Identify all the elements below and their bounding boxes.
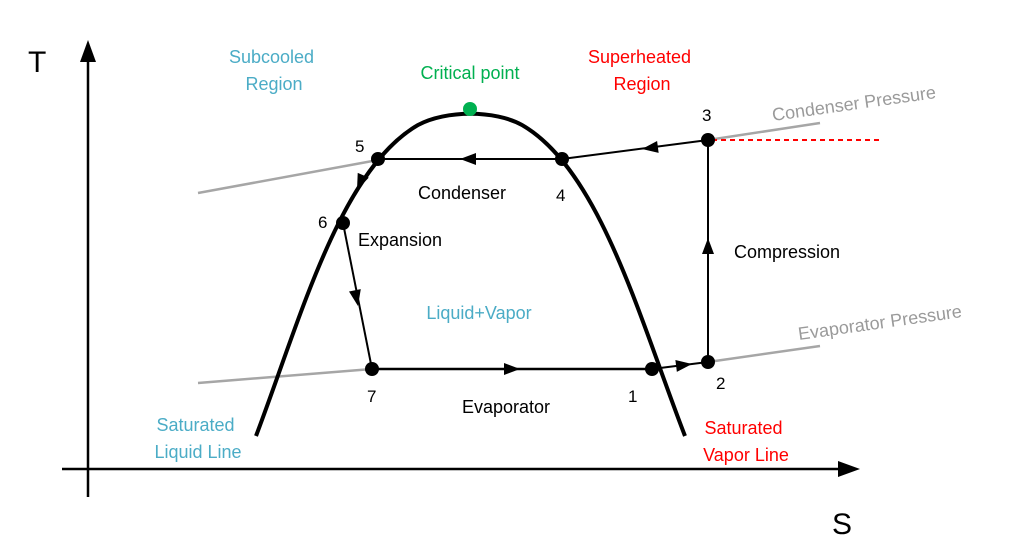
liquid-vapor-label: Liquid+Vapor <box>426 303 531 323</box>
s-axis-arrowhead <box>838 461 860 477</box>
subcooled-line-2: Region <box>245 74 302 94</box>
sat-liquid-line-1: Saturated <box>156 415 234 435</box>
arrow-1-to-2 <box>675 359 692 372</box>
compression-label: Compression <box>734 242 840 262</box>
point-7-label: 7 <box>367 387 376 406</box>
arrow-5-to-6 <box>357 172 369 190</box>
evaporator-pressure-line-left <box>197 367 373 385</box>
saturated-liquid-line-label: Saturated Liquid Line <box>154 415 241 462</box>
point-4 <box>555 152 569 166</box>
point-2-label: 2 <box>716 374 725 393</box>
arrow-4-to-5 <box>460 153 476 165</box>
evaporator-pressure-line-right <box>707 344 821 364</box>
critical-point-marker <box>463 102 477 116</box>
arrow-6-to-7 <box>349 289 361 306</box>
point-1 <box>645 362 659 376</box>
condenser-pressure-line-left <box>197 158 379 195</box>
point-3-label: 3 <box>702 106 711 125</box>
point-5-label: 5 <box>355 137 364 156</box>
point-4-label: 4 <box>556 186 565 205</box>
arrow-3-to-4 <box>642 140 659 153</box>
point-2 <box>701 355 715 369</box>
superheated-region-label: Superheated Region <box>588 47 696 94</box>
evaporator-label: Evaporator <box>462 397 550 417</box>
point-3 <box>701 133 715 147</box>
sat-vapor-line-1: Saturated <box>704 418 782 438</box>
sat-liquid-line-2: Liquid Line <box>154 442 241 462</box>
point-6 <box>336 216 350 230</box>
condenser-pressure-line-right <box>707 121 821 142</box>
t-axis-label: T <box>28 46 46 79</box>
t-axis-arrowhead <box>80 40 96 62</box>
expansion-label: Expansion <box>358 230 442 250</box>
sat-vapor-line-2: Vapor Line <box>703 445 789 465</box>
point-7 <box>365 362 379 376</box>
arrow-7-to-1 <box>504 363 520 375</box>
superheated-line-2: Region <box>613 74 670 94</box>
line-3-to-4 <box>561 139 709 160</box>
arrow-2-to-3 <box>702 238 714 254</box>
evaporator-pressure-label: Evaporator Pressure <box>797 301 963 344</box>
s-axis-label: S <box>832 508 852 541</box>
condenser-pressure-label: Condenser Pressure <box>771 82 937 125</box>
saturated-vapor-line-label: Saturated Vapor Line <box>703 418 789 465</box>
subcooled-region-label: Subcooled Region <box>229 47 319 94</box>
superheated-line-1: Superheated <box>588 47 691 67</box>
subcooled-line-1: Subcooled <box>229 47 314 67</box>
critical-point-label: Critical point <box>420 63 519 83</box>
condenser-label: Condenser <box>418 183 506 203</box>
point-1-label: 1 <box>628 387 637 406</box>
point-5 <box>371 152 385 166</box>
point-6-label: 6 <box>318 213 327 232</box>
